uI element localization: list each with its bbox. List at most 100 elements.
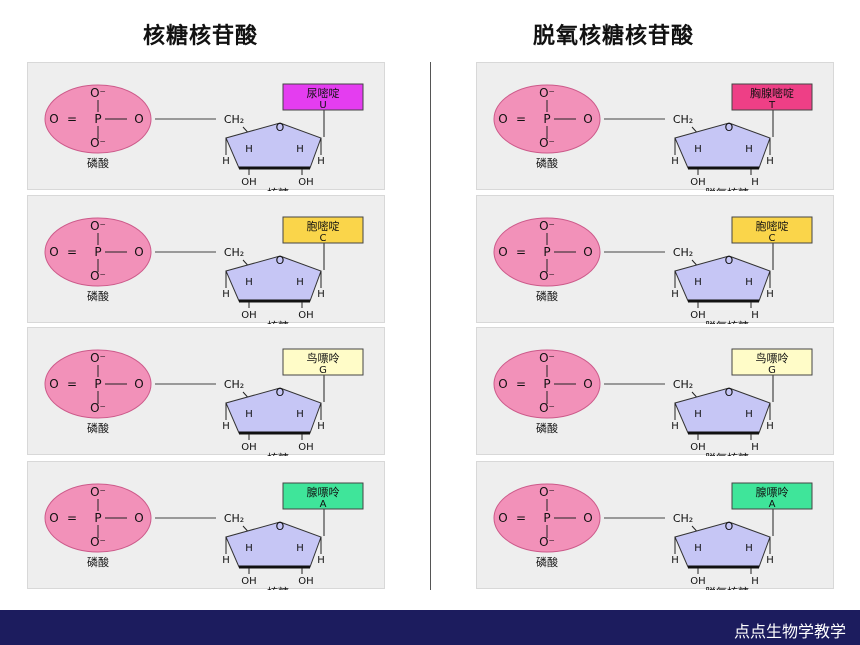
sugar-label: 核糖 (267, 451, 289, 456)
nucleotide-structure: O⁻O⁻O=PO磷酸CH₂OHHHHOHOH核糖胞嘧啶C (44, 216, 364, 324)
nucleotide-panel: O⁻O⁻O=PO磷酸CH₂OHHHHOHH脱氧核糖鸟嘌呤G (476, 327, 834, 456)
sugar-ring (674, 521, 771, 568)
sugar-ring (225, 122, 322, 169)
phosphate-o-minus-bottom: O⁻ (539, 269, 555, 283)
c2-h-up: H (296, 144, 304, 155)
c4-h: H (222, 289, 230, 300)
phosphate-circle (493, 483, 601, 553)
c4-h: H (671, 421, 679, 432)
phosphate-double-bond: = (516, 112, 526, 126)
phosphate-o-minus-top: O⁻ (539, 351, 555, 365)
nucleotide-structure: O⁻O⁻O=PO磷酸CH₂OHHHHOHH脱氧核糖鸟嘌呤G (493, 348, 813, 456)
ch2-label: CH₂ (673, 113, 693, 126)
footer-text: 点点生物学教学 (733, 622, 846, 641)
phosphate-label: 磷酸 (87, 421, 109, 435)
ch2-label: CH₂ (673, 512, 693, 525)
base-name: 胞嘧啶 (307, 219, 340, 233)
phosphate-o-minus-bottom: O⁻ (539, 535, 555, 549)
phosphate-double-bond: = (67, 245, 77, 259)
c3-substituent: OH (241, 442, 256, 453)
nucleotide-panel: O⁻O⁻O=PO磷酸CH₂OHHHHOHH脱氧核糖腺嘌呤A (476, 461, 834, 590)
sugar-ring (674, 387, 771, 434)
c1-h: H (766, 555, 774, 566)
c1-h: H (317, 421, 325, 432)
base-name: 腺嘌呤 (756, 485, 789, 499)
base-name: 腺嘌呤 (307, 485, 340, 499)
c2-h-up: H (745, 409, 753, 420)
nucleotide-structure: O⁻O⁻O=PO磷酸CH₂OHHHHOHH脱氧核糖腺嘌呤A (493, 482, 813, 590)
c4-h: H (222, 156, 230, 167)
c3-substituent: OH (690, 576, 705, 587)
phosphate-o-left: O (49, 511, 58, 525)
sugar-label: 核糖 (267, 186, 289, 191)
ring-oxygen: O (276, 121, 285, 134)
phosphate-p: P (94, 245, 101, 259)
ch2-label: CH₂ (224, 512, 244, 525)
phosphate-circle (44, 349, 152, 419)
c3-h-up: H (245, 543, 253, 554)
sugar-ring (674, 255, 771, 302)
c2-h-up: H (745, 543, 753, 554)
c3-substituent: OH (241, 310, 256, 321)
phosphate-o-left: O (49, 377, 58, 391)
phosphate-circle (44, 84, 152, 154)
footer-bar: 点点生物学教学 (0, 610, 860, 645)
phosphate-o-right: O (134, 511, 143, 525)
phosphate-label: 磷酸 (87, 156, 109, 170)
phosphate-label: 磷酸 (87, 289, 109, 303)
c3-substituent: OH (241, 177, 256, 188)
phosphate-o-right: O (583, 245, 592, 259)
phosphate-p: P (94, 377, 101, 391)
base-box (731, 216, 813, 244)
c2-h-up: H (296, 277, 304, 288)
ring-oxygen: O (276, 520, 285, 533)
c4-h: H (222, 555, 230, 566)
sugar-label: 核糖 (267, 319, 289, 324)
phosphate-o-minus-bottom: O⁻ (539, 136, 555, 150)
nucleotide-panel: O⁻O⁻O=PO磷酸CH₂OHHHHOHOH核糖腺嘌呤A (27, 461, 385, 590)
c1-h: H (317, 555, 325, 566)
c1-h: H (766, 421, 774, 432)
phosphate-o-minus-top: O⁻ (539, 485, 555, 499)
c3-substituent: OH (690, 310, 705, 321)
phosphate-label: 磷酸 (536, 289, 558, 303)
base-letter: A (769, 499, 776, 510)
c3-h-up: H (694, 543, 702, 554)
phosphate-p: P (543, 112, 550, 126)
phosphate-o-left: O (49, 112, 58, 126)
phosphate-label: 磷酸 (536, 156, 558, 170)
c2-substituent: OH (298, 576, 313, 587)
phosphate-o-minus-bottom: O⁻ (539, 401, 555, 415)
c1-h: H (766, 156, 774, 167)
sugar-label: 脱氧核糖 (705, 186, 749, 191)
nucleotide-panel: O⁻O⁻O=PO磷酸CH₂OHHHHOHOH核糖尿嘧啶U (27, 62, 385, 191)
base-letter: A (320, 499, 327, 510)
phosphate-o-minus-top: O⁻ (539, 86, 555, 100)
phosphate-circle (493, 349, 601, 419)
phosphate-o-minus-bottom: O⁻ (90, 535, 106, 549)
deoxyribonucleotide-title: 脱氧核糖核苷酸 (533, 24, 695, 49)
base-name: 胞嘧啶 (756, 219, 789, 233)
base-box (731, 83, 813, 111)
ring-oxygen: O (725, 520, 734, 533)
phosphate-o-right: O (134, 377, 143, 391)
c2-h-up: H (745, 277, 753, 288)
ring-oxygen: O (276, 254, 285, 267)
c2-substituent: OH (298, 442, 313, 453)
base-letter: T (768, 100, 776, 111)
c3-h-up: H (694, 277, 702, 288)
phosphate-double-bond: = (67, 377, 77, 391)
phosphate-o-minus-top: O⁻ (90, 485, 106, 499)
c3-h-up: H (694, 409, 702, 420)
c2-substituent: OH (298, 177, 313, 188)
phosphate-double-bond: = (516, 245, 526, 259)
phosphate-p: P (543, 245, 550, 259)
nucleotide-structure: O⁻O⁻O=PO磷酸CH₂OHHHHOHOH核糖腺嘌呤A (44, 482, 364, 590)
c2-h-up: H (745, 144, 753, 155)
ring-oxygen: O (725, 121, 734, 134)
c1-h: H (317, 156, 325, 167)
ch2-label: CH₂ (224, 113, 244, 126)
base-box (282, 83, 364, 111)
base-letter: C (320, 233, 327, 244)
c2-substituent: OH (298, 310, 313, 321)
